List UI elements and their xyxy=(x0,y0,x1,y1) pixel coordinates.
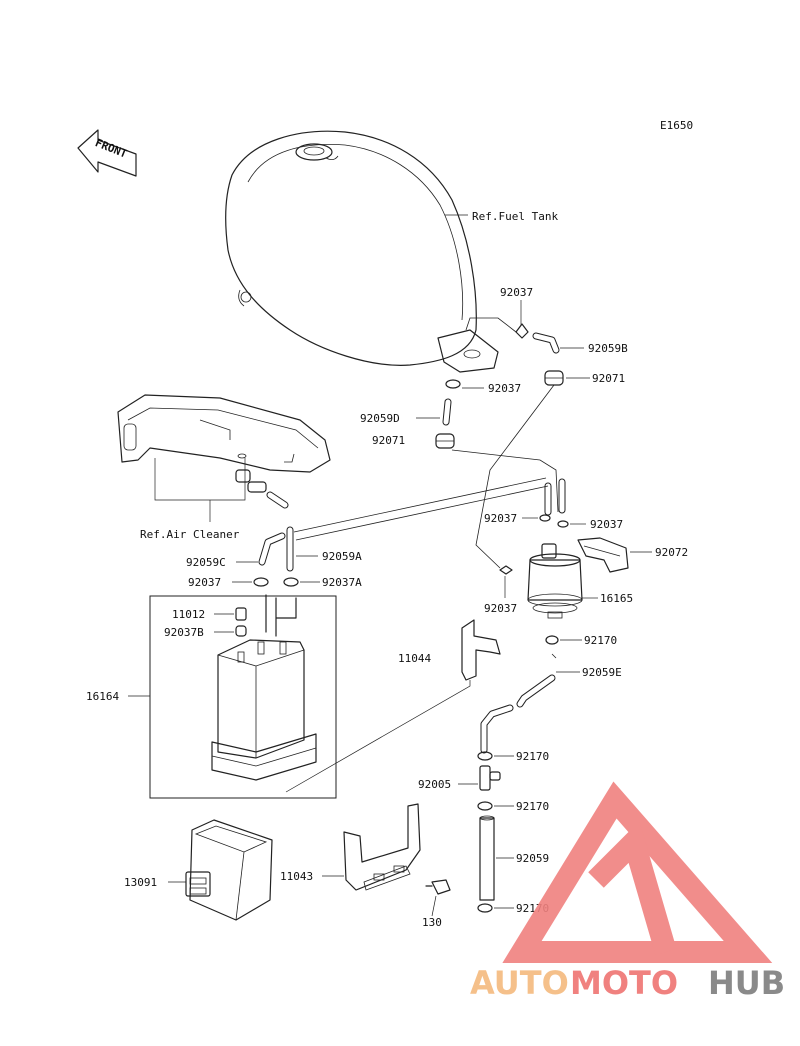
cap-11012 xyxy=(235,607,247,621)
callout-92059B: 92059B xyxy=(588,342,628,355)
clamp-92037-filter-bottom xyxy=(499,565,513,575)
callout-92170-mid: 92170 xyxy=(516,750,549,763)
clamp-92037-mid xyxy=(445,379,461,389)
joint-92005 xyxy=(479,765,501,791)
ref-air-cleaner-label: Ref.Air Cleaner xyxy=(140,528,240,541)
bracket-92072 xyxy=(577,537,629,573)
callout-11012: 11012 xyxy=(172,608,205,621)
callout-92059C: 92059C xyxy=(186,556,226,569)
fuel-tank-illustration xyxy=(225,130,517,373)
clamp-92170-bottom xyxy=(477,903,493,913)
watermark-moto: MOTO xyxy=(570,964,678,1002)
callout-92037-left-filter: 92037 xyxy=(484,512,517,525)
front-arrow-icon: FRONT xyxy=(77,129,137,177)
clamp-92037-canister-left xyxy=(253,577,269,587)
callout-92005: 92005 xyxy=(418,778,451,791)
callout-130: 130 xyxy=(422,916,442,929)
callout-92037B: 92037B xyxy=(164,626,204,639)
automotohub-logo xyxy=(502,781,773,963)
callout-92037A: 92037A xyxy=(322,576,362,589)
canister-16164 xyxy=(211,594,317,781)
callout-92037-right-filter: 92037 xyxy=(590,518,623,531)
hose-92059 xyxy=(479,817,495,901)
callout-92059E: 92059E xyxy=(582,666,622,679)
grommet-92071-left xyxy=(435,433,455,449)
callout-11044: 11044 xyxy=(398,652,431,665)
watermark-hub: HUB xyxy=(708,964,785,1002)
clamp-92037-left-filter xyxy=(539,514,551,522)
callout-13091: 13091 xyxy=(124,876,157,889)
callout-16165: 16165 xyxy=(600,592,633,605)
callout-92072: 92072 xyxy=(655,546,688,559)
clamp-92037-right-filter xyxy=(557,520,569,528)
clamp-92037-top xyxy=(515,323,529,339)
callout-92059A: 92059A xyxy=(322,550,362,563)
canister-group-box xyxy=(149,595,337,799)
callout-92071-left: 92071 xyxy=(372,434,405,447)
clamp-92170-lower xyxy=(477,801,493,811)
clamp-92170-top xyxy=(545,635,559,645)
callout-92071-right: 92071 xyxy=(592,372,625,385)
callout-92037-canister-left: 92037 xyxy=(188,576,221,589)
bracket-11043 xyxy=(343,803,421,891)
ref-fuel-tank-label: Ref.Fuel Tank xyxy=(472,210,558,223)
cover-13091 xyxy=(185,819,273,921)
callout-92170-top: 92170 xyxy=(584,634,617,647)
grommet-92071-right xyxy=(544,370,564,386)
air-cleaner-illustration xyxy=(117,394,331,473)
callout-92059: 92059 xyxy=(516,852,549,865)
callout-11043: 11043 xyxy=(280,870,313,883)
callout-92170-lower: 92170 xyxy=(516,800,549,813)
callout-16164: 16164 xyxy=(86,690,119,703)
callout-92037-mid: 92037 xyxy=(488,382,521,395)
diagram-code: E1650 xyxy=(660,119,693,132)
cap-92037B xyxy=(235,625,247,637)
clamp-92170-mid xyxy=(477,751,493,761)
front-arrow-label: FRONT xyxy=(93,136,129,161)
air-cleaner-fitting xyxy=(235,453,289,509)
bracket-11044 xyxy=(461,619,501,681)
watermark-auto: AUTO xyxy=(470,964,569,1002)
callout-92059D: 92059D xyxy=(360,412,400,425)
bolt-130 xyxy=(425,879,451,895)
callout-92037-filter-bottom: 92037 xyxy=(484,602,517,615)
clamp-92037A xyxy=(283,577,299,587)
fuel-filter-16165 xyxy=(527,543,583,619)
callout-92037-top: 92037 xyxy=(500,286,533,299)
